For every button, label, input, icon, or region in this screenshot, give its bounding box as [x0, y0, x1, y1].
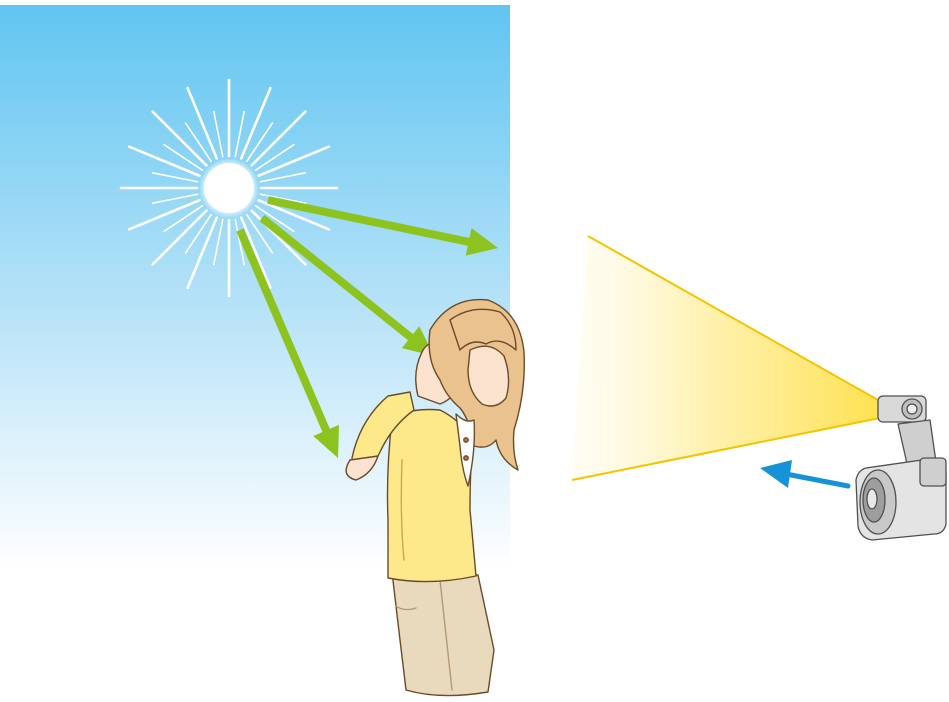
- sun-ray: [250, 110, 307, 167]
- arrow-icon: [760, 460, 851, 489]
- sun-ray: [151, 193, 199, 205]
- sun-ray: [151, 171, 199, 183]
- sunlight-arrow-shaft: [267, 196, 474, 247]
- sun-ray: [259, 193, 307, 205]
- sun-ray: [257, 145, 331, 178]
- sun-icon: [119, 78, 339, 298]
- sun-ray: [212, 218, 224, 266]
- sunlight-arrow-head: [313, 424, 340, 458]
- camera-icon: [855, 395, 947, 541]
- sunlight-arrow-head: [465, 228, 498, 256]
- flash-icon: [877, 395, 937, 469]
- sun-ray: [184, 213, 213, 254]
- flash-beam: [571, 235, 881, 481]
- sun-ray: [250, 209, 307, 266]
- sun-ray: [234, 218, 246, 266]
- sun-ray: [239, 216, 272, 290]
- sun-ray: [234, 110, 246, 158]
- sun-ray: [127, 198, 201, 231]
- sunlight-arrow-shaft: [259, 214, 417, 343]
- sun-ray: [151, 209, 208, 266]
- sun-ray: [184, 122, 213, 163]
- sun-ray: [245, 213, 274, 254]
- sun-ray: [163, 204, 204, 233]
- sun-ray: [186, 216, 219, 290]
- sun-ray: [259, 171, 307, 183]
- sun-ray: [239, 86, 272, 160]
- subject-figure: [345, 298, 525, 697]
- sun-ray: [257, 198, 331, 231]
- sun-ray: [245, 122, 274, 163]
- sun-ray: [254, 204, 295, 233]
- sunlight-arrow-shaft: [236, 228, 332, 436]
- sun-ray: [186, 86, 219, 160]
- sun-ray: [163, 143, 204, 172]
- sun-ray: [212, 110, 224, 158]
- sun-ray: [127, 145, 201, 178]
- sun-ray: [151, 110, 208, 167]
- sun-ray: [254, 143, 295, 172]
